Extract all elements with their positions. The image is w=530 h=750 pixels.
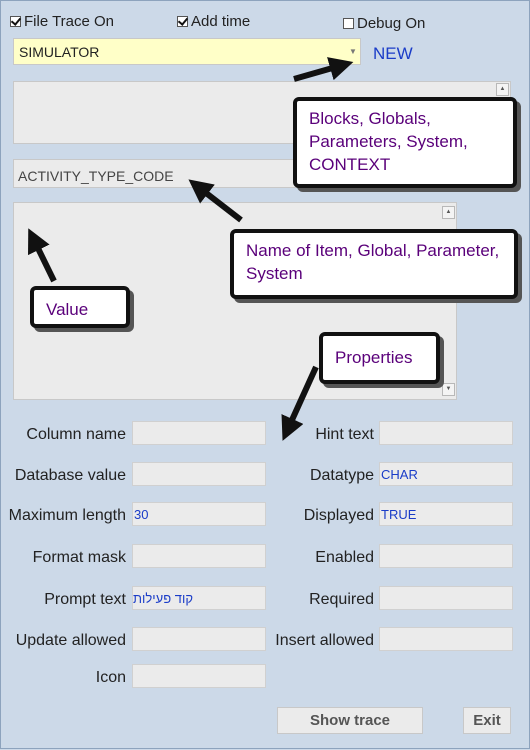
insert-allowed-field[interactable]: [379, 627, 513, 651]
new-link[interactable]: NEW: [373, 44, 413, 63]
hint-text-label: Hint text: [315, 426, 374, 443]
icon-field[interactable]: [132, 664, 266, 688]
database-value-label: Database value: [14, 467, 126, 484]
displayed-value: TRUE: [381, 507, 417, 522]
blocks-scrollbar[interactable]: ▲: [495, 83, 509, 142]
enabled-label: Enabled: [315, 549, 374, 566]
required-label: Required: [309, 591, 374, 608]
add-time-label: Add time: [191, 13, 251, 30]
required-field[interactable]: [379, 586, 513, 610]
value-scrollbar[interactable]: ▲ ▼: [441, 204, 455, 398]
block-selector-combo[interactable]: SIMULATOR ▼: [13, 38, 361, 65]
displayed-label: Displayed: [303, 507, 374, 524]
datatype-value: CHAR: [381, 467, 418, 482]
chevron-down-icon[interactable]: ▼: [349, 47, 357, 56]
add-time-checkbox[interactable]: Add time: [177, 13, 250, 30]
maximum-length-value: 30: [134, 507, 149, 522]
callout-value: Value: [30, 286, 130, 328]
prompt-text-value: קוד פעילות: [133, 591, 193, 606]
hint-text-field[interactable]: [379, 421, 513, 445]
column-name-label: Column name: [26, 426, 126, 443]
combo-value: SIMULATOR: [19, 44, 100, 60]
add-time-check-icon[interactable]: [177, 16, 188, 27]
maximum-length-field[interactable]: 30: [132, 502, 266, 526]
file-trace-checkbox[interactable]: File Trace On: [10, 13, 114, 30]
scroll-up-icon[interactable]: ▲: [442, 206, 455, 219]
scroll-up-icon[interactable]: ▲: [496, 83, 509, 96]
debug-check-icon[interactable]: [343, 18, 354, 29]
column-name-field[interactable]: [132, 421, 266, 445]
prompt-text-field[interactable]: קוד פעילות: [132, 586, 266, 610]
maximum-length-label: Maximum length: [8, 507, 126, 524]
scroll-down-icon[interactable]: ▼: [442, 383, 455, 396]
debug-label: Debug On: [357, 15, 426, 32]
arrow-to-combo: [293, 57, 354, 82]
file-trace-label: File Trace On: [24, 13, 115, 30]
arrow-to-item-name: [188, 179, 243, 223]
insert-allowed-label: Insert allowed: [275, 632, 374, 649]
datatype-label: Datatype: [309, 467, 374, 484]
update-allowed-field[interactable]: [132, 627, 266, 651]
format-mask-field[interactable]: [132, 544, 266, 568]
file-trace-check-icon[interactable]: [10, 16, 21, 27]
icon-label: Icon: [95, 669, 126, 686]
format-mask-label: Format mask: [32, 549, 126, 566]
update-allowed-label: Update allowed: [15, 632, 126, 649]
arrow-to-properties: [281, 365, 319, 441]
datatype-field[interactable]: CHAR: [379, 462, 513, 486]
callout-blocks: Blocks, Globals, Parameters, System, CON…: [293, 97, 517, 188]
item-name-value: ACTIVITY_TYPE_CODE: [18, 168, 174, 184]
enabled-field[interactable]: [379, 544, 513, 568]
exit-button[interactable]: Exit: [463, 707, 511, 734]
debug-checkbox[interactable]: Debug On: [343, 15, 425, 32]
arrow-to-value: [28, 228, 57, 283]
database-value-field[interactable]: [132, 462, 266, 486]
callout-name: Name of Item, Global, Parameter, System: [230, 229, 518, 299]
show-trace-button[interactable]: Show trace: [277, 707, 423, 734]
displayed-field[interactable]: TRUE: [379, 502, 513, 526]
callout-properties: Properties: [319, 332, 440, 384]
prompt-text-label: Prompt text: [44, 591, 126, 608]
